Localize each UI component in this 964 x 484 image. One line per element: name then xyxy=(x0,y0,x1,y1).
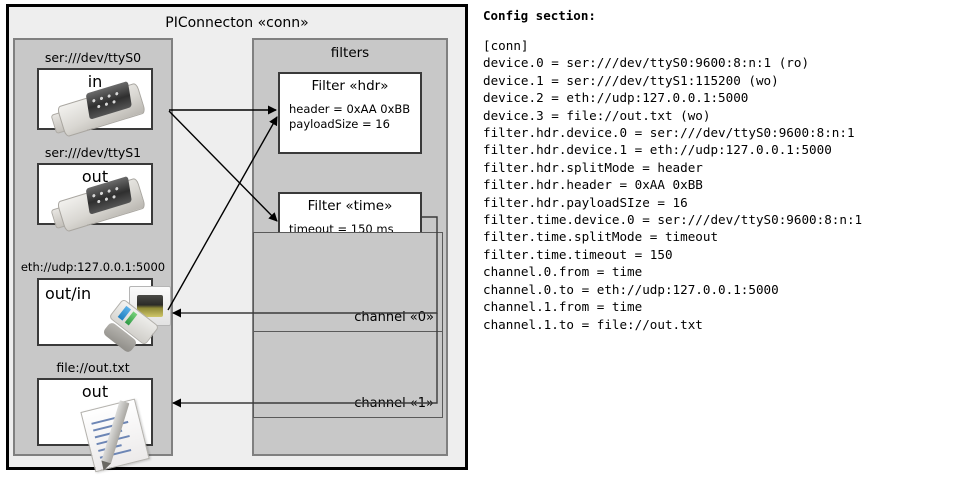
filter-hdr-title: Filter «hdr» xyxy=(311,78,389,94)
devices-group-panel: ser:///dev/ttyS0 in ser:///dev/ttyS1 out… xyxy=(13,38,173,473)
device-direction-in-ttys0: in xyxy=(87,72,103,91)
device-box-eth-udp[interactable]: out/in xyxy=(37,278,171,354)
filter-time-title: Filter «time» xyxy=(307,198,393,214)
device-box-ser-ttys0[interactable]: in xyxy=(37,68,153,138)
filter-hdr-line-1: payloadSize = 16 xyxy=(289,117,390,131)
ethernet-jack-icon xyxy=(101,286,181,360)
filters-group-panel: filters Filter «hdr» header = 0xAA 0xBB … xyxy=(252,38,448,456)
device-box-ser-ttys1[interactable]: out xyxy=(37,163,153,233)
diagram-title: PIConnecton «conn» xyxy=(165,15,309,31)
channel-0-label: channel «0» xyxy=(354,310,434,325)
config-heading: Config section: xyxy=(483,8,596,23)
channel-0-panel: channel «0» xyxy=(253,232,443,332)
device-direction-out-ttys1: out xyxy=(81,167,109,186)
device-box-file-out[interactable]: out xyxy=(37,378,153,473)
filter-hdr-line-0: header = 0xAA 0xBB xyxy=(289,102,411,116)
config-section: Config section: [conn] device.0 = ser://… xyxy=(483,8,953,333)
filter-box-hdr[interactable]: Filter «hdr» header = 0xAA 0xBB payloadS… xyxy=(278,72,422,154)
device-label-ser-ttys1: ser:///dev/ttyS1 xyxy=(44,145,142,160)
device-direction-outin-eth: out/in xyxy=(45,284,92,303)
config-text: [conn] device.0 = ser:///dev/ttyS0:9600:… xyxy=(483,38,863,332)
device-label-file-out: file://out.txt xyxy=(56,360,130,375)
device-label-eth-udp: eth://udp:127.0.0.1:5000 xyxy=(20,260,166,274)
filters-group-title: filters xyxy=(330,45,370,61)
device-direction-out-file: out xyxy=(81,382,109,401)
channel-1-label: channel «1» xyxy=(354,396,434,411)
device-label-ser-ttys0: ser:///dev/ttyS0 xyxy=(44,50,142,65)
channel-1-panel: channel «1» xyxy=(253,331,443,418)
